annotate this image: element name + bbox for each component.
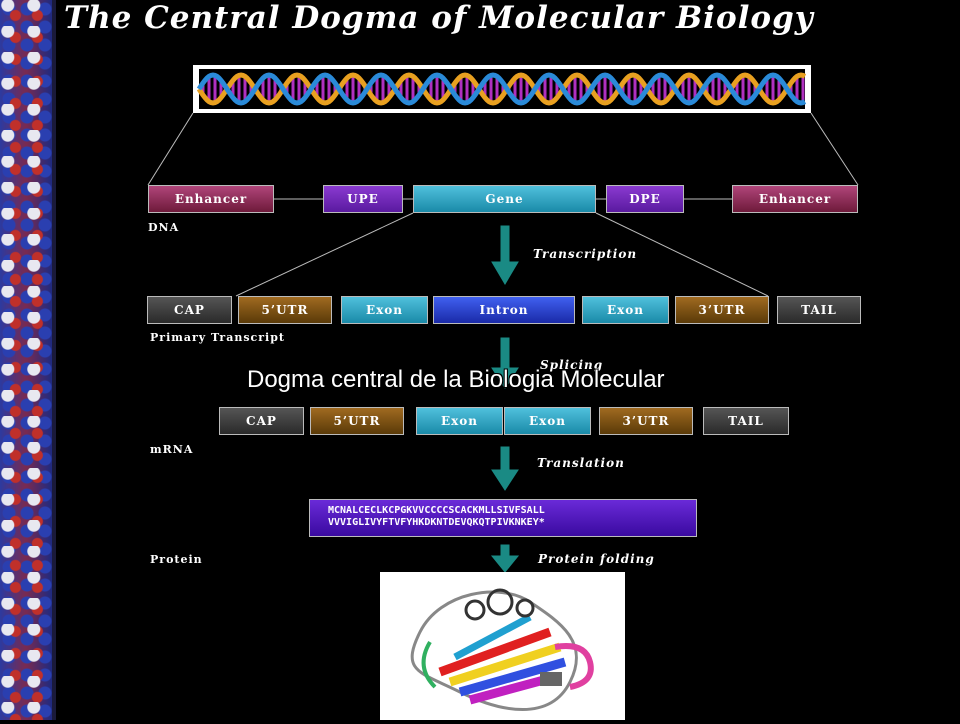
protein-structure-image (380, 572, 625, 720)
splicing-label: Splicing (540, 358, 604, 372)
mrna-box-tail: TAIL (703, 407, 789, 435)
dna-box-enhancer-left: Enhancer (148, 185, 274, 213)
sequence-line-2: VVVIGLIVYFTVFYHKDKNTDEVQKQTPIVKNKEY* (328, 517, 545, 528)
dna-box-enhancer-right: Enhancer (732, 185, 858, 213)
mrna-box-exon-1: Exon (416, 407, 503, 435)
step-arrows (490, 225, 520, 573)
folded-protein-graphic (410, 588, 594, 711)
pt-box-tail: TAIL (777, 296, 861, 324)
pt-box-exon-1: Exon (341, 296, 428, 324)
dna-label: DNA (148, 221, 180, 234)
mrna-label: mRNA (150, 443, 194, 456)
molecule-border-strip (0, 0, 52, 720)
pt-box-exon-2: Exon (582, 296, 669, 324)
primary-transcript-label: Primary Transcript (150, 331, 285, 344)
mrna-box-3utr: 3’UTR (599, 407, 693, 435)
dna-box-upe: UPE (323, 185, 403, 213)
translation-label: Translation (537, 456, 625, 470)
protein-sequence-box: MCNALCECLKCPGKVVCCCCSCACKMLLSIVFSALL VVV… (309, 499, 697, 537)
protein-label: Protein (150, 553, 203, 566)
overlay-caption: Dogma central de la Biologia Molecular (247, 366, 665, 393)
slide-title: The Central Dogma of Molecular Biology (64, 0, 814, 36)
mrna-box-5utr: 5’UTR (310, 407, 404, 435)
mrna-box-cap: CAP (219, 407, 304, 435)
sequence-line-1: MCNALCECLKCPGKVVCCCCSCACKMLLSIVFSALL (328, 505, 545, 516)
pt-box-5utr: 5’UTR (238, 296, 332, 324)
dna-helix-graphic (196, 69, 807, 109)
pt-box-3utr: 3’UTR (675, 296, 769, 324)
dna-helix-image (193, 65, 811, 113)
mrna-box-exon-2: Exon (504, 407, 591, 435)
protein-folding-label: Protein folding (538, 552, 655, 566)
pt-box-cap: CAP (147, 296, 232, 324)
pt-box-intron: Intron (433, 296, 575, 324)
transcription-label: Transcription (533, 247, 638, 261)
dna-box-gene: Gene (413, 185, 596, 213)
dna-box-dpe: DPE (606, 185, 684, 213)
border-edge (52, 0, 56, 720)
